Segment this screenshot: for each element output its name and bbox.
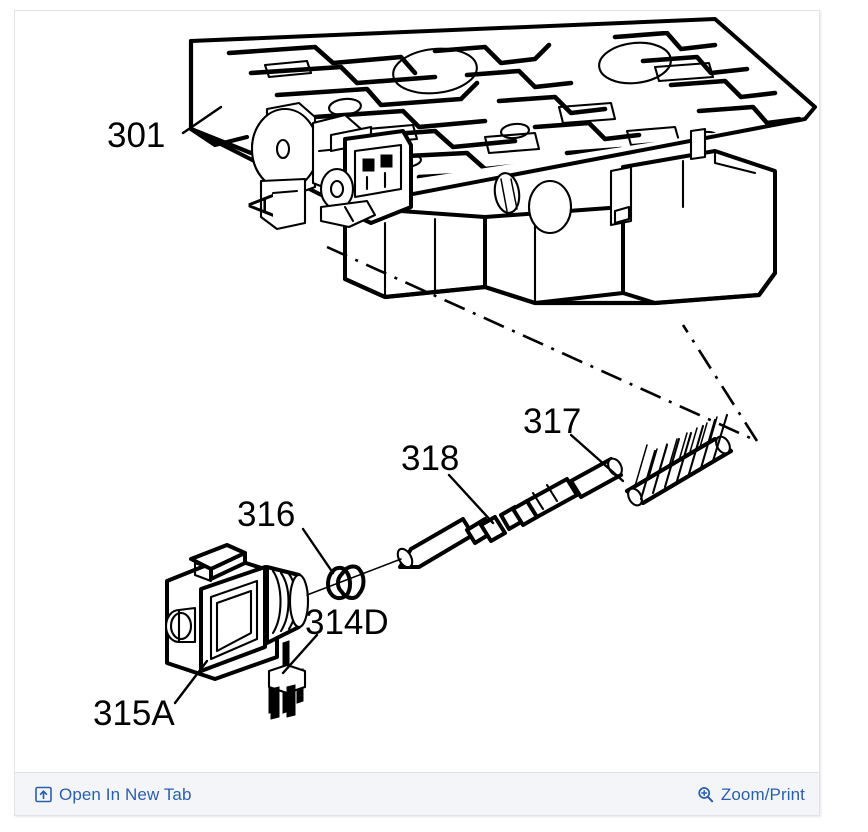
zoom-print-label: Zoom/Print (720, 784, 805, 804)
parts-diagram-canvas[interactable]: .ln { fill:none; stroke:#000; stroke-wid… (15, 11, 819, 772)
installed-solenoid-a: A (242, 101, 373, 231)
pressure-control-solenoid-315a (164, 543, 402, 681)
pressure-control-valve-318 (396, 457, 623, 569)
callout-leaders (173, 105, 625, 705)
wire-terminal-314d (267, 640, 307, 720)
callout-317: 317 (523, 402, 581, 441)
viewer-action-bar: Open In New Tab Zoom/Print (15, 772, 819, 815)
magnifier-plus-icon (697, 786, 714, 803)
callout-314D: 314D (305, 603, 389, 642)
zoom-print-button[interactable]: Zoom/Print (697, 786, 805, 803)
open-in-new-tab-button[interactable]: Open In New Tab (35, 786, 192, 803)
parts-diagram-svg: .ln { fill:none; stroke:#000; stroke-wid… (15, 11, 819, 772)
open-in-new-tab-icon (35, 786, 52, 803)
valve-spring-317 (625, 413, 733, 507)
callout-labels: 301 317 318 316 314D 315A (93, 116, 581, 733)
callout-315A: 315A (93, 694, 175, 733)
retaining-clip-316 (326, 564, 366, 601)
callout-318: 318 (401, 439, 459, 478)
callout-301: 301 (107, 116, 165, 155)
installed-solenoid-b (319, 129, 413, 229)
open-in-new-tab-label: Open In New Tab (59, 784, 192, 804)
svg-text:A: A (242, 193, 281, 217)
callout-316: 316 (237, 495, 295, 534)
image-viewer-frame: .ln { fill:none; stroke:#000; stroke-wid… (14, 10, 820, 816)
assembly-axis-leader (326, 245, 759, 443)
